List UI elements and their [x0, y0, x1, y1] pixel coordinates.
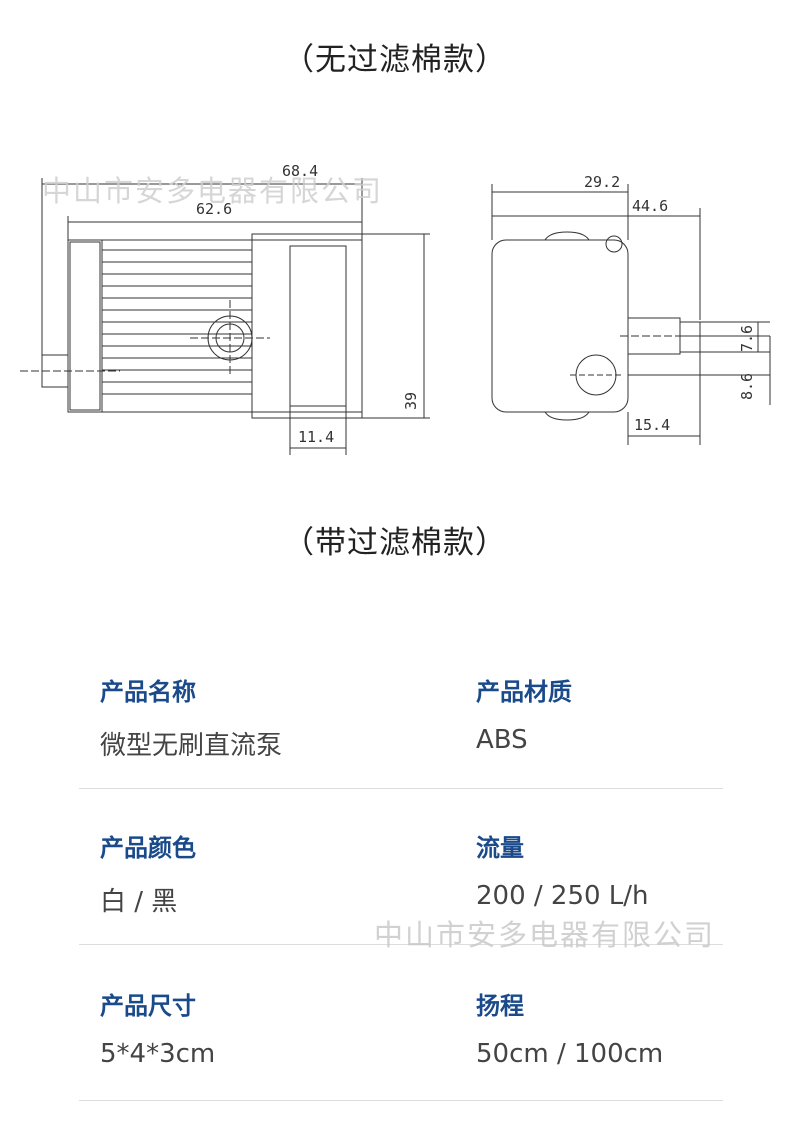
dim-height: 39 — [402, 392, 420, 410]
watermark-bottom: 中山市安多电器有限公司 — [374, 918, 716, 952]
spec-value: 白 / 黑 — [100, 887, 178, 917]
spec-value: 微型无刷直流泵 — [100, 731, 283, 761]
divider — [79, 788, 723, 789]
dim-outlet-dia: 7.6 — [738, 325, 756, 352]
spec-material: 产品材质 ABS — [476, 672, 572, 755]
spec-color: 产品颜色 白 / 黑 — [100, 828, 196, 918]
dim-outlet-width: 11.4 — [298, 428, 334, 446]
spec-label: 扬程 — [476, 992, 524, 1020]
dim-outlet-length: 15.4 — [634, 416, 670, 434]
spec-label: 产品颜色 — [100, 834, 196, 862]
pump-side-view-drawing: 29.2 44.6 7.6 8.6 15.4 — [491, 173, 771, 445]
spec-product-name: 产品名称 微型无刷直流泵 — [100, 672, 282, 762]
spec-label: 产品材质 — [476, 678, 572, 706]
spec-flow: 流量 200 / 250 L/h — [476, 828, 649, 911]
spec-value: 200 / 250 L/h — [476, 881, 649, 911]
spec-value: 5*4*3cm — [100, 1039, 216, 1069]
spec-label: 流量 — [476, 834, 524, 862]
spec-label: 产品尺寸 — [100, 992, 196, 1020]
section-title-with-filter: （带过滤棉款） — [283, 525, 507, 561]
dim-body-length: 62.6 — [196, 200, 232, 218]
dim-overall-length: 68.4 — [282, 162, 318, 180]
spec-size: 产品尺寸 5*4*3cm — [100, 986, 215, 1069]
spec-value: 50cm / 100cm — [476, 1039, 664, 1069]
spec-head: 扬程 50cm / 100cm — [476, 986, 663, 1069]
dim-side-width: 29.2 — [584, 173, 620, 191]
dim-side-total-width: 44.6 — [632, 197, 668, 215]
section-title-without-filter: （无过滤棉款） — [283, 42, 507, 78]
divider — [79, 1100, 723, 1101]
spec-value: ABS — [476, 725, 528, 755]
divider — [79, 944, 723, 945]
spec-label: 产品名称 — [100, 678, 196, 706]
watermark-top: 中山市安多电器有限公司 — [42, 174, 384, 208]
dim-outlet-offset: 8.6 — [738, 373, 756, 400]
pump-front-view-drawing: 68.4 62.6 39 11.4 — [20, 162, 430, 455]
